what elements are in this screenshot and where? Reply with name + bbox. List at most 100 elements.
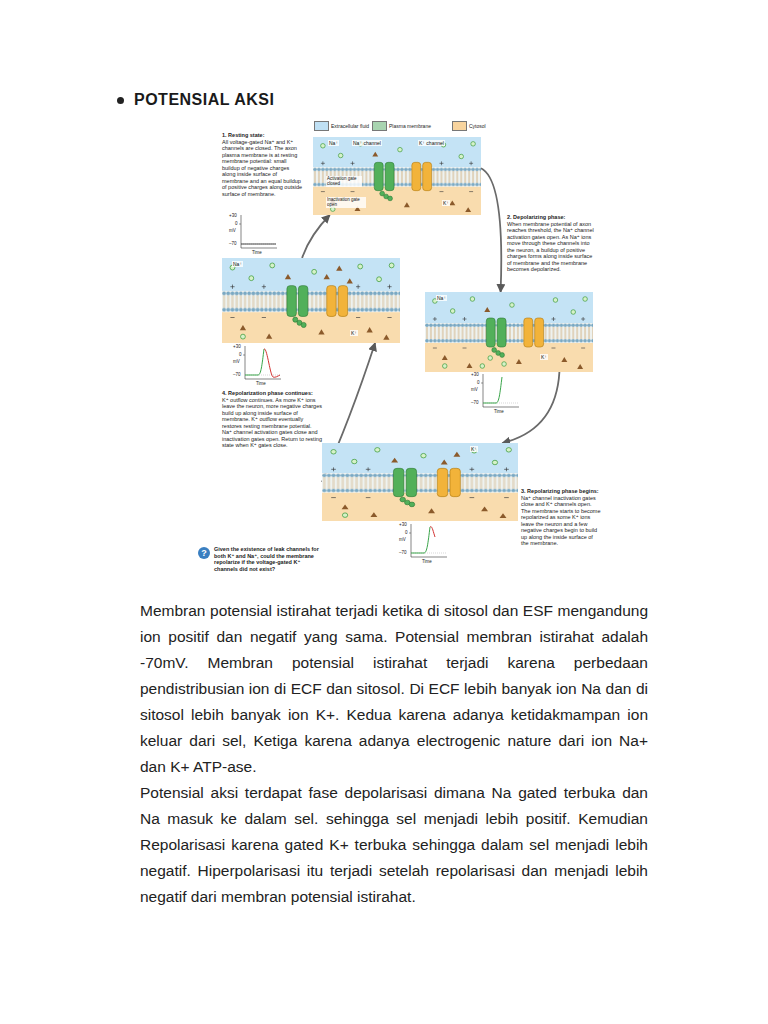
figure-label: Time <box>252 250 262 255</box>
figure-label: 0 <box>477 380 480 385</box>
help-mark: ? <box>201 548 207 558</box>
step-heading: 1. Resting state: <box>222 132 304 139</box>
illustration-part <box>488 356 493 361</box>
illustration-part <box>241 244 277 245</box>
figure-label: Na⁺ <box>436 295 447 301</box>
step-caption: 2. Depolarizing phase:When membrane pote… <box>507 214 597 273</box>
illustration-part <box>425 292 593 372</box>
illustration-part <box>411 524 447 557</box>
figure-label: Activation gate closed <box>326 176 362 187</box>
step-caption: 1. Resting state:All voltage-gated Na⁺ a… <box>222 132 304 197</box>
legend-item: Extracellular fluid <box>314 121 369 131</box>
legend-item: Cytosol <box>452 121 486 131</box>
illustration-part <box>483 374 519 407</box>
paragraph: Membran potensial istirahat terjadi keti… <box>140 598 648 780</box>
legend-text: Cytosol <box>469 123 486 129</box>
illustration-part <box>347 278 353 283</box>
membrane-panel: 4. Repolarization phase continues:K⁺ out… <box>222 258 400 343</box>
figure-label: +30 <box>233 344 241 349</box>
figure-label: mV <box>233 359 240 364</box>
cycle-arrow <box>302 215 330 258</box>
figure-label-text: mV <box>471 387 478 392</box>
ion-label: K⁺ <box>442 200 450 206</box>
legend-text: Plasma membrane <box>389 123 431 129</box>
illustration-part <box>245 346 281 379</box>
ion-label: Na⁺ channel <box>352 140 382 146</box>
figure-label-text: 0 <box>239 352 242 357</box>
ion-label: Inactivation gate open <box>326 197 366 208</box>
illustration-part <box>481 383 483 384</box>
body-text: Membran potensial istirahat terjadi keti… <box>140 598 648 910</box>
figure-label-text: +30 <box>229 213 237 218</box>
figure-label: –70 <box>399 550 407 555</box>
illustration-part <box>480 364 485 369</box>
figure-label: mV <box>399 537 406 542</box>
figure-label: +30 <box>229 213 237 218</box>
illustration-part <box>264 349 280 377</box>
illustration-part <box>324 274 330 279</box>
ion-label: K⁺ <box>350 330 358 336</box>
illustration-part <box>411 527 430 553</box>
figure-label-text: –70 <box>399 550 407 555</box>
illustration-part <box>336 265 342 270</box>
figure-label: Time <box>494 409 504 414</box>
figure-label: 0 <box>239 352 242 357</box>
figure-label: +30 <box>399 522 407 527</box>
figure-label-text: 0 <box>405 530 408 535</box>
step-heading: 3. Repolarizing phase begins: <box>521 488 601 495</box>
illustration-part <box>324 265 353 283</box>
figure-label-text: 0 <box>477 380 480 385</box>
illustration-part <box>409 533 411 534</box>
figure-label: –70 <box>233 372 241 377</box>
help-icon: ? <box>198 547 210 559</box>
illustration-part <box>245 349 264 375</box>
figure-label: Given the existence of leak channels for… <box>214 546 322 572</box>
illustration-part <box>322 443 518 521</box>
paragraph: Potensial aksi terdapat fase depolarisas… <box>140 780 648 910</box>
figure-label: 0 <box>405 530 408 535</box>
figure-label: Na⁺ <box>328 140 339 146</box>
illustration-part <box>241 215 277 248</box>
ion-label: Na⁺ <box>328 140 339 146</box>
figure-label: –70 <box>229 241 237 246</box>
cycle-arrow <box>481 168 501 292</box>
figure-label-text: +30 <box>471 372 479 377</box>
figure-label-text: mV <box>233 359 240 364</box>
ion-label: K⁺ channel <box>418 140 445 146</box>
figure-label-text: mV <box>399 537 406 542</box>
figure-label-text: Given the existence of leak channels for… <box>214 546 322 572</box>
step-heading: 4. Repolarization phase continues: <box>222 390 322 397</box>
bullet-dot <box>117 97 124 104</box>
illustration-part <box>243 355 245 356</box>
figure-label: Na⁺ channel <box>352 140 382 146</box>
legend-swatch <box>452 121 467 131</box>
figure-label-text: –70 <box>471 400 479 405</box>
legend-swatch <box>314 121 329 131</box>
cycle-arrow <box>502 372 559 443</box>
figure-label-text: mV <box>229 228 236 233</box>
figure-label-text: Time <box>494 409 504 414</box>
figure-label-text: –70 <box>229 241 237 246</box>
figure-label: Time <box>422 559 432 564</box>
membrane-illustration <box>425 292 593 372</box>
legend-item: Plasma membrane <box>372 121 431 131</box>
membrane-illustration <box>222 258 400 343</box>
figure-label: Time <box>256 381 266 386</box>
membrane-illustration <box>322 443 518 521</box>
step-text: When membrane potential of axon reaches … <box>507 221 597 273</box>
ion-label: K⁺ <box>540 354 548 360</box>
figure-label-text: 0 <box>235 221 238 226</box>
step-caption: 3. Repolarizing phase begins:Na⁺ channel… <box>521 488 601 547</box>
step-caption: 4. Repolarization phase continues:K⁺ out… <box>222 390 322 449</box>
legend-text: Extracellular fluid <box>331 123 369 129</box>
figure-label: K⁺ <box>470 446 478 452</box>
illustration-part <box>313 137 481 215</box>
illustration-part <box>241 244 276 245</box>
figure-label: K⁺ channel <box>418 140 445 146</box>
figure-label-text: Time <box>252 250 262 255</box>
illustration-part <box>441 460 448 465</box>
illustration-part <box>441 452 461 465</box>
figure-label-text: –70 <box>233 372 241 377</box>
illustration-part <box>502 362 507 367</box>
